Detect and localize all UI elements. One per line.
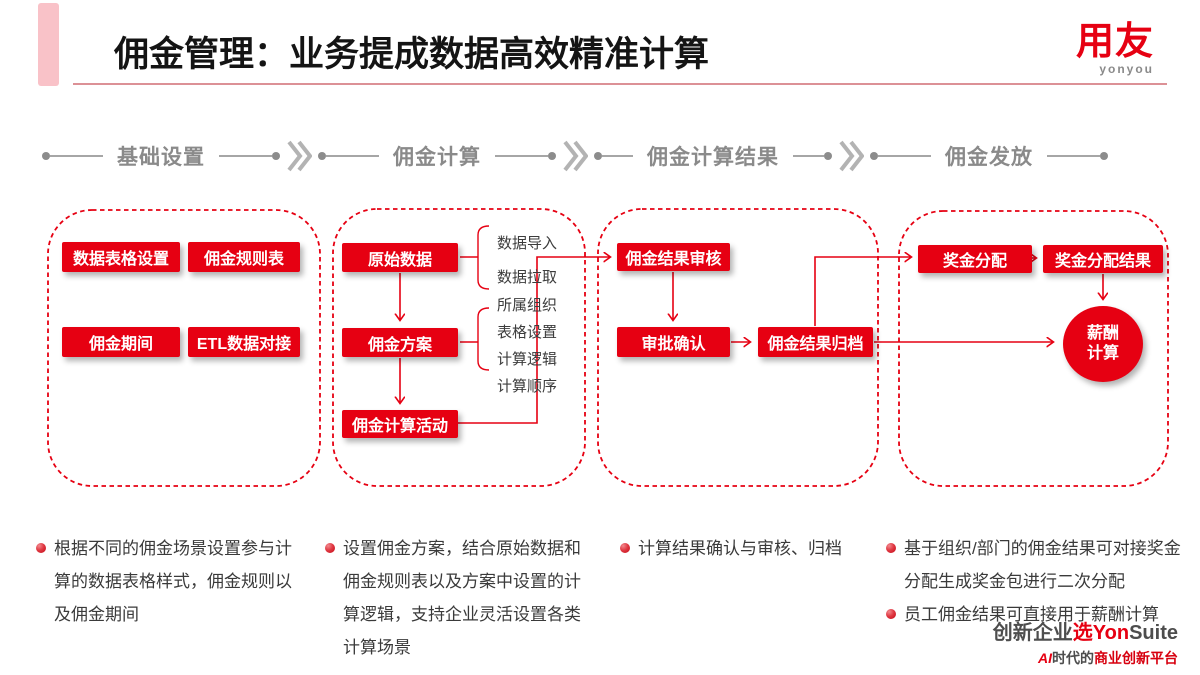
note-col-payout: 基于组织/部门的佣金结果可对接奖金分配生成奖金包进行二次分配 员工佣金结果可直接… (886, 532, 1186, 631)
node-commission-period: 佣金期间 (62, 327, 180, 357)
watermark-line2-mid: 时代的 (1052, 650, 1094, 666)
note-text: 计算结果确认与审核、归档 (638, 539, 842, 558)
note-text: 设置佣金方案，结合原始数据和佣金规则表以及方案中设置的计算逻辑，支持企业灵活设置… (343, 539, 581, 657)
panel-basic-settings: 数据表格设置 佣金规则表 佣金期间 ETL数据对接 (48, 210, 320, 486)
node-calc-activity: 佣金计算活动 (342, 410, 458, 438)
stage-basic-settings: 基础设置 (42, 141, 280, 171)
node-data-table-setup: 数据表格设置 (62, 242, 180, 272)
note-col-basic-settings: 根据不同的佣金场景设置参与计算的数据表格样式，佣金规则以及佣金期间 (36, 532, 300, 631)
note-item: 基于组织/部门的佣金结果可对接奖金分配生成奖金包进行二次分配 (886, 532, 1186, 598)
note-item: 设置佣金方案，结合原始数据和佣金规则表以及方案中设置的计算逻辑，支持企业灵活设置… (325, 532, 589, 664)
node-commission-plan: 佣金方案 (342, 328, 458, 357)
note-text: 员工佣金结果可直接用于薪酬计算 (904, 605, 1159, 624)
double-chevron-icon (280, 138, 318, 174)
double-chevron-icon (556, 138, 594, 174)
watermark-line1-suffix: Suite (1129, 622, 1178, 644)
yonsuite-watermark: 创新企业选YonSuite AI时代的商业创新平台 (993, 616, 1178, 668)
watermark-line2-prefix: AI (1038, 650, 1052, 666)
page-title: 佣金管理：业务提成数据高效精准计算 (114, 35, 710, 74)
bullet-icon (886, 543, 896, 553)
stage-label: 基础设置 (117, 146, 205, 169)
dot-icon (594, 152, 602, 160)
bracket-label-data-pull: 数据拉取 (497, 269, 558, 286)
note-text: 基于组织/部门的佣金结果可对接奖金分配生成奖金包进行二次分配 (904, 539, 1181, 591)
panel-commission-payout: 奖金分配 奖金分配结果 薪酬 计算 (899, 211, 1168, 486)
line-connector (793, 155, 824, 157)
line-connector (878, 155, 931, 157)
bullet-icon (325, 543, 335, 553)
watermark-line1-highlight: 选Yon (1072, 622, 1130, 644)
yonyou-logo-subtext: yonyou (1099, 62, 1154, 76)
note-col-commission-calc: 设置佣金方案，结合原始数据和佣金规则表以及方案中设置的计算逻辑，支持企业灵活设置… (325, 532, 589, 664)
panel-calc-result: 佣金结果审核 审批确认 佣金结果归档 (598, 209, 878, 486)
note-item: 员工佣金结果可直接用于薪酬计算 (886, 598, 1186, 631)
note-text: 根据不同的佣金场景设置参与计算的数据表格样式，佣金规则以及佣金期间 (54, 539, 292, 624)
yonyou-logo: 用友 yonyou (1072, 20, 1154, 76)
line-connector (326, 155, 379, 157)
bracket-label-table-setup: 表格设置 (497, 324, 558, 341)
bullet-icon (620, 543, 630, 553)
bracket-label-calc-logic: 计算逻辑 (497, 351, 558, 368)
stage-calc-result: 佣金计算结果 (594, 141, 832, 171)
title-accent-bar (38, 3, 59, 86)
dot-icon (42, 152, 50, 160)
node-approval-confirm: 审批确认 (617, 327, 730, 357)
node-result-archive: 佣金结果归档 (758, 327, 873, 357)
line-connector (495, 155, 548, 157)
yonyou-logo-text: 用友 (1075, 21, 1154, 63)
watermark-line2: AI时代的商业创新平台 (993, 648, 1178, 668)
node-bonus-allocation: 奖金分配 (918, 245, 1032, 273)
bracket-label-org: 所属组织 (497, 297, 558, 314)
node-commission-rule-table: 佣金规则表 (188, 242, 300, 272)
bracket-label-data-import: 数据导入 (497, 235, 558, 252)
stage-label: 佣金计算 (393, 146, 481, 169)
line-connector (1047, 155, 1100, 157)
node-salary-calc-circle: 薪酬 计算 (1063, 306, 1143, 382)
stage-commission-payout: 佣金发放 (870, 141, 1108, 171)
stage-header-row: 基础设置 佣金计算 佣金计算结果 佣金发放 (42, 138, 1108, 174)
stage-label: 佣金发放 (945, 146, 1033, 169)
stage-commission-calc: 佣金计算 (318, 141, 556, 171)
line-connector (602, 155, 633, 157)
dot-icon (1100, 152, 1108, 160)
note-item: 计算结果确认与审核、归档 (620, 532, 896, 565)
note-col-calc-result: 计算结果确认与审核、归档 (620, 532, 896, 565)
dot-icon (318, 152, 326, 160)
node-bonus-allocation-result: 奖金分配结果 (1043, 245, 1163, 273)
bullet-icon (886, 609, 896, 619)
stage-label: 佣金计算结果 (647, 146, 779, 169)
watermark-line1: 创新企业选YonSuite (993, 616, 1178, 645)
dot-icon (272, 152, 280, 160)
dot-icon (824, 152, 832, 160)
bracket-label-calc-order: 计算顺序 (497, 378, 558, 395)
node-etl-data-connect: ETL数据对接 (188, 327, 300, 357)
title-underline (73, 83, 1167, 85)
line-connector (219, 155, 272, 157)
node-raw-data: 原始数据 (342, 243, 458, 272)
dot-icon (870, 152, 878, 160)
node-result-review: 佣金结果审核 (617, 243, 730, 271)
line-connector (50, 155, 103, 157)
dot-icon (548, 152, 556, 160)
note-item: 根据不同的佣金场景设置参与计算的数据表格样式，佣金规则以及佣金期间 (36, 532, 300, 631)
watermark-line1-prefix: 创新企业 (992, 622, 1073, 644)
watermark-line2-suffix: 商业创新平台 (1094, 650, 1178, 666)
bullet-icon (36, 543, 46, 553)
double-chevron-icon (832, 138, 870, 174)
